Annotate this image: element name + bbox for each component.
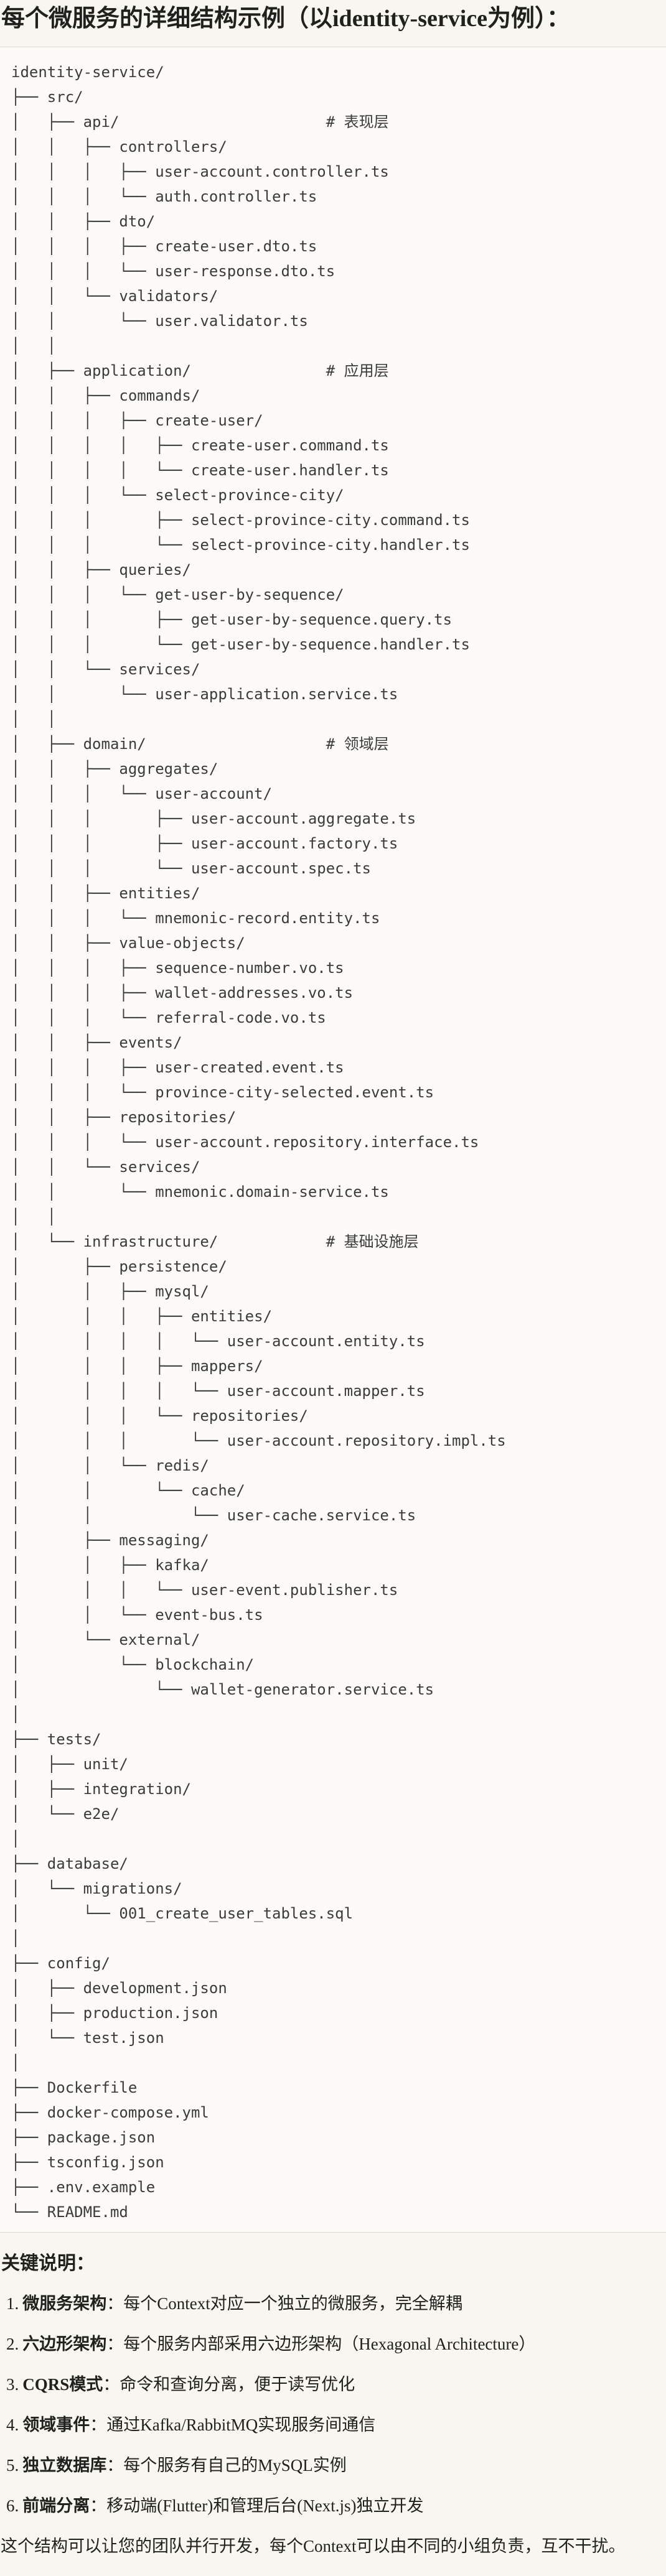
notes-list: 1.微服务架构：每个Context对应一个独立的微服务，完全解耦 2.六边形架构… xyxy=(0,2292,666,2517)
note-number: 2. xyxy=(6,2335,19,2353)
note-text: ：移动端(Flutter)和管理后台(Next.js)独立开发 xyxy=(90,2496,424,2515)
note-item-cqrs: 3.CQRS模式：命令和查询分离，便于读写优化 xyxy=(6,2373,666,2396)
note-number: 6. xyxy=(6,2496,19,2515)
note-label: 独立数据库 xyxy=(22,2456,107,2475)
closing-paragraph: 这个结构可以让您的团队并行开发，每个Context可以由不同的小组负责，互不干扰… xyxy=(1,2537,626,2555)
note-label: CQRS模式 xyxy=(22,2375,103,2394)
note-label: 前端分离 xyxy=(22,2496,90,2515)
note-text: ：命令和查询分离，便于读写优化 xyxy=(103,2375,355,2394)
note-item-domain-events: 4.领域事件：通过Kafka/RabbitMQ实现服务间通信 xyxy=(6,2414,666,2436)
note-number: 4. xyxy=(6,2416,19,2434)
page-title: 每个微服务的详细结构示例（以identity-service为例）： xyxy=(1,6,571,32)
note-number: 3. xyxy=(6,2375,19,2394)
note-item-independent-db: 5.独立数据库：每个服务有自己的MySQL实例 xyxy=(6,2454,666,2476)
note-label: 领域事件 xyxy=(22,2416,90,2434)
notes-heading: 关键说明： xyxy=(1,2253,95,2274)
note-text: ：每个Context对应一个独立的微服务，完全解耦 xyxy=(106,2294,462,2313)
note-text: ：通过Kafka/RabbitMQ实现服务间通信 xyxy=(90,2416,376,2434)
directory-tree-code-block: identity-service/ ├── src/ │ ├── api/ # … xyxy=(0,47,666,2233)
note-text: ：每个服务有自己的MySQL实例 xyxy=(106,2456,347,2475)
note-number: 5. xyxy=(6,2456,19,2475)
note-item-microservices: 1.微服务架构：每个Context对应一个独立的微服务，完全解耦 xyxy=(6,2292,666,2315)
note-label: 六边形架构 xyxy=(22,2335,107,2353)
note-label: 微服务架构 xyxy=(22,2294,107,2313)
note-number: 1. xyxy=(6,2294,19,2313)
note-item-hexagonal: 2.六边形架构：每个服务内部采用六边形架构（Hexagonal Architec… xyxy=(6,2333,666,2355)
note-text: ：每个服务内部采用六边形架构（Hexagonal Architecture） xyxy=(106,2335,536,2353)
note-item-frontend-split: 6.前端分离：移动端(Flutter)和管理后台(Next.js)独立开发 xyxy=(6,2495,666,2517)
